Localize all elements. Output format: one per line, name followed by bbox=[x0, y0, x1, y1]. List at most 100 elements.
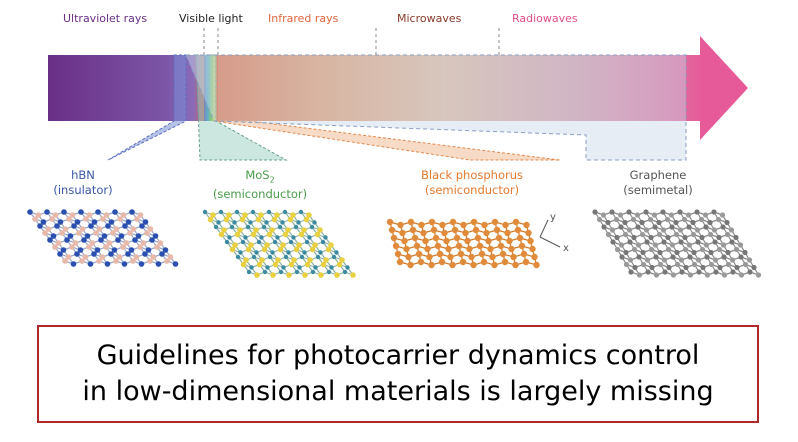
lattice-atom bbox=[630, 216, 637, 223]
lattice-atom bbox=[491, 218, 499, 226]
band-label-ultraviolet: Ultraviolet rays bbox=[63, 12, 148, 25]
lattice-atom bbox=[474, 234, 482, 242]
lattice-atom bbox=[399, 229, 406, 237]
lattice-atom bbox=[720, 224, 726, 230]
lattice-atom bbox=[312, 220, 317, 225]
lattice-atom bbox=[210, 212, 216, 218]
lattice-atom bbox=[137, 212, 144, 218]
lattice-atom bbox=[120, 212, 127, 218]
lattice-atom bbox=[686, 242, 693, 248]
material-label-hbn: hBN (insulator) bbox=[38, 168, 128, 198]
lattice-atom bbox=[104, 261, 111, 267]
lattice-atom bbox=[455, 242, 463, 250]
lattice-atom bbox=[665, 246, 672, 253]
material-name-graphene: Graphene bbox=[629, 168, 687, 182]
lattice-atom bbox=[639, 231, 646, 238]
lattice-atom bbox=[313, 265, 318, 270]
lattice-atom bbox=[133, 254, 140, 260]
lattice-atom bbox=[687, 272, 694, 278]
lattice-atom bbox=[673, 231, 680, 238]
lattice-atom bbox=[520, 250, 528, 258]
lattice-atom bbox=[694, 209, 700, 215]
lattice-atom bbox=[403, 245, 410, 253]
lattice-atom bbox=[76, 230, 82, 236]
lattice-atom bbox=[69, 244, 75, 250]
mos2-subscript: 2 bbox=[269, 175, 275, 185]
lattice-atom bbox=[529, 245, 536, 253]
lattice-atom bbox=[609, 209, 615, 215]
lattice-atom bbox=[704, 254, 710, 260]
lattice-atom bbox=[105, 223, 111, 229]
lattice-atom bbox=[626, 209, 632, 215]
lattice-atom bbox=[94, 247, 101, 253]
band-label-radiowaves: Radiowaves bbox=[512, 12, 578, 25]
lattice-atom bbox=[251, 254, 257, 260]
lattice-atom bbox=[502, 221, 509, 229]
lattice-atom bbox=[438, 258, 446, 266]
lattice-atom bbox=[506, 237, 513, 245]
lattice-atom bbox=[125, 251, 131, 257]
lattice-atom bbox=[677, 209, 683, 215]
lattice-atom bbox=[270, 272, 276, 278]
lattice-atom bbox=[699, 234, 705, 241]
lattice-atom bbox=[699, 246, 706, 253]
lattice-atom bbox=[286, 272, 292, 278]
lattice-atom bbox=[235, 254, 241, 260]
lattice-atom bbox=[57, 251, 63, 257]
lattice-atom bbox=[531, 253, 538, 261]
lattice-atom bbox=[516, 234, 524, 242]
lattice-atom bbox=[140, 240, 147, 246]
lattice-atom bbox=[350, 272, 356, 278]
lattice-atom bbox=[700, 264, 706, 271]
lattice-atom bbox=[626, 227, 633, 233]
lattice-atom bbox=[481, 221, 488, 229]
lattice-atom bbox=[738, 254, 744, 260]
lattice-atom bbox=[632, 264, 638, 271]
mos2-absorption-projection bbox=[195, 54, 288, 161]
lattice-atom bbox=[135, 233, 142, 239]
lattice-atom bbox=[453, 234, 461, 242]
lattice-atom bbox=[601, 224, 607, 230]
lattice-atom bbox=[312, 242, 318, 248]
lattice-atom bbox=[259, 257, 265, 263]
x-axis-line bbox=[539, 236, 561, 248]
lattice-atom bbox=[307, 235, 312, 240]
lattice-atom bbox=[472, 226, 480, 234]
lattice-atom bbox=[27, 209, 33, 215]
lattice-atom bbox=[407, 261, 414, 269]
lattice-atom bbox=[98, 237, 104, 243]
lattice-atom bbox=[755, 272, 762, 278]
lattice-atom bbox=[746, 257, 753, 263]
lattice-atom bbox=[634, 212, 641, 218]
lattice-atom bbox=[159, 251, 165, 257]
lattice-atom bbox=[643, 227, 650, 233]
material-type-mos2: (semiconductor) bbox=[212, 187, 308, 202]
lattice-atom bbox=[674, 261, 681, 268]
lattice-atom bbox=[213, 224, 219, 230]
lattice-atom bbox=[644, 257, 651, 263]
lattice-atom bbox=[652, 224, 658, 230]
graphene-absorption-projection bbox=[185, 54, 687, 161]
lattice-atom bbox=[265, 265, 270, 270]
lattice-atom bbox=[270, 250, 275, 255]
lattice-atom bbox=[396, 258, 404, 266]
lattice-atom bbox=[82, 254, 89, 260]
lattice-atom bbox=[72, 240, 79, 246]
lattice-atom bbox=[390, 234, 398, 242]
lattice-atom bbox=[111, 247, 118, 253]
lattice-atom bbox=[459, 258, 467, 266]
lattice-atom bbox=[605, 231, 612, 238]
lattice-atom bbox=[592, 209, 598, 215]
lattice-atom bbox=[725, 249, 731, 256]
lattice-atom bbox=[79, 226, 86, 232]
lattice-atom bbox=[108, 251, 114, 257]
lattice-atom bbox=[394, 250, 402, 258]
lattice-atom bbox=[462, 229, 469, 237]
lattice-atom bbox=[622, 231, 629, 238]
lattice-atom bbox=[623, 249, 629, 256]
x-axis-label: x bbox=[563, 243, 569, 254]
lattice-atom bbox=[155, 261, 162, 267]
lattice-atom bbox=[428, 218, 436, 226]
lattice-atom bbox=[345, 265, 350, 270]
lattice-atom bbox=[52, 212, 59, 218]
